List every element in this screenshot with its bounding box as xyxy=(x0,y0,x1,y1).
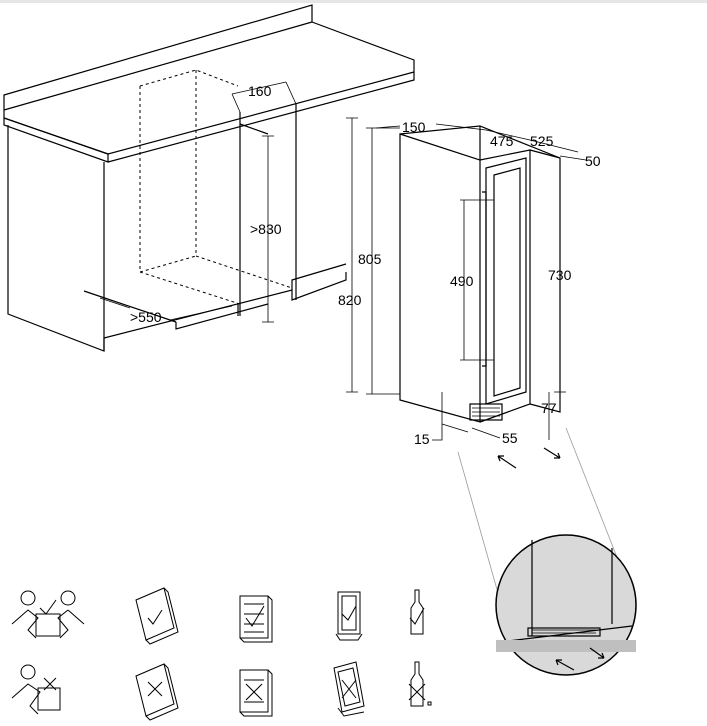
dim-55: 55 xyxy=(502,430,518,446)
one-person-lift-icon xyxy=(11,664,61,715)
dim-830: >830 xyxy=(250,221,282,237)
dim-820: 820 xyxy=(338,292,362,308)
dim-160: 160 xyxy=(248,83,272,99)
dimension-labels: 160 >830 >550 150 475 525 50 805 820 490… xyxy=(130,83,601,447)
manual-cross-icon xyxy=(135,663,179,721)
dim-490: 490 xyxy=(450,273,474,289)
top-border xyxy=(0,0,707,3)
dim-805: 805 xyxy=(358,251,382,267)
manual-check-icon xyxy=(135,587,179,645)
door-cross-icon xyxy=(333,661,365,717)
dim-550: >550 xyxy=(130,309,162,325)
door-check-icon xyxy=(335,591,363,641)
appliance-drawing xyxy=(346,117,587,469)
two-person-lift-icon xyxy=(11,590,85,639)
dim-15: 15 xyxy=(414,431,430,447)
detail-zoom xyxy=(457,427,637,676)
dim-730: 730 xyxy=(548,267,572,283)
dim-150: 150 xyxy=(402,119,426,135)
shelf-check-icon xyxy=(239,595,273,643)
dim-475: 475 xyxy=(490,133,514,149)
dim-77: 77 xyxy=(541,400,557,416)
bottle-cross-icon xyxy=(408,661,432,707)
cabinet-drawing xyxy=(3,4,415,352)
dim-50: 50 xyxy=(585,153,601,169)
bottle-check-icon xyxy=(409,589,425,635)
shelf-cross-icon xyxy=(239,669,273,717)
dim-525: 525 xyxy=(530,133,554,149)
